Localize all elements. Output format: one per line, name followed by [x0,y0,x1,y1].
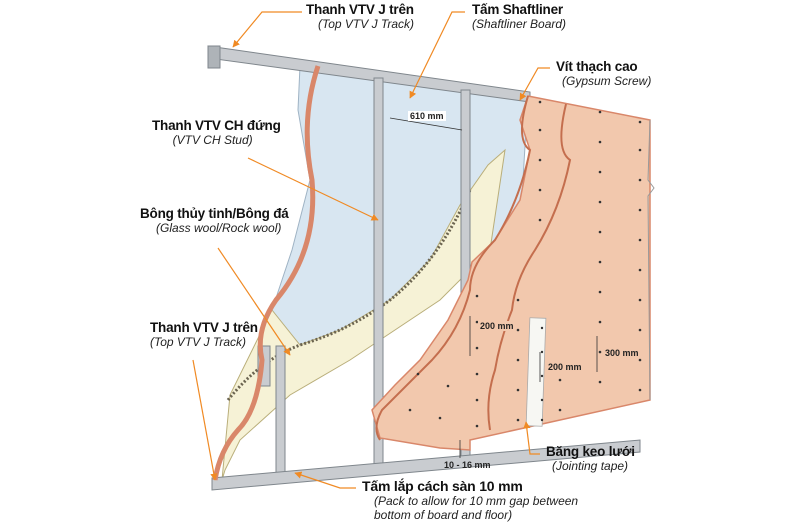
label-tape-subtitle: (Jointing tape) [552,459,629,473]
label-pack-title: Tấm lắp cách sàn 10 mm [362,478,523,494]
label-top-track-title: Thanh VTV J trên [306,2,414,17]
label-shaftliner: Tấm Shaftliner (Shaftliner Board) [472,2,566,31]
label-tape: Băng keo lưới (Jointing tape) [546,444,635,473]
dim-610-line [389,117,463,131]
leader-pack [294,471,356,489]
leader-screw [519,67,550,101]
tape-screws [540,326,544,422]
leader-stud [247,157,379,221]
board-cut-1 [375,95,532,441]
label-stud: Thanh VTV CH đứng (VTV CH Stud) [152,118,281,147]
dim-screw-field: 300 mm [603,348,641,358]
label-wool: Bông thủy tinh/Bông đá (Glass wool/Rock … [140,206,289,235]
leader-shaftliner [409,11,465,99]
top-track-end [207,45,221,69]
board-cut-2 [487,103,572,431]
label-pack: Tấm lắp cách sàn 10 mm (Pack to allow fo… [362,478,578,522]
gypsum-screws [408,100,642,428]
dim-screw-tape: 200 mm [546,362,584,372]
dim-screw-edge: 200 mm [478,321,516,331]
dim-floor-gap: 10 - 16 mm [444,460,491,470]
leader-bottom-track [192,359,218,481]
leader-lines [192,11,550,489]
label-screw-subtitle: (Gypsum Screw) [562,74,652,88]
label-bottom-track: Thanh VTV J trên (Top VTV J Track) [150,320,258,349]
stud-3 [275,345,286,477]
label-wool-subtitle: (Glass wool/Rock wool) [156,221,282,235]
gypsum-board [371,95,651,451]
label-top-track: Thanh VTV J trên (Top VTV J Track) [306,2,414,31]
label-bottom-track-subtitle: (Top VTV J Track) [150,335,247,349]
label-stud-title: Thanh VTV CH đứng [152,118,281,133]
label-shaftliner-subtitle: (Shaftliner Board) [472,17,567,31]
leader-tape [523,421,540,455]
label-screw: Vít thạch cao (Gypsum Screw) [556,59,651,88]
jointing-tape [525,317,547,427]
label-wool-title: Bông thủy tinh/Bông đá [140,206,289,221]
label-bottom-track-title: Thanh VTV J trên [150,320,258,335]
dim-stud-spacing: 610 mm [408,111,446,121]
leader-wool [217,247,291,356]
leader-top-track [232,11,302,48]
shaftliner-edge-left [212,65,321,481]
label-screw-title: Vít thạch cao [556,59,638,74]
label-tape-title: Băng keo lưới [546,444,635,459]
label-pack-subtitle-1: (Pack to allow for 10 mm gap between [374,494,579,508]
label-pack-subtitle-2: bottom of board and floor) [374,508,513,522]
label-top-track-subtitle: (Top VTV J Track) [318,17,415,31]
board-right-edge [647,119,655,401]
label-shaftliner-title: Tấm Shaftliner [472,2,563,17]
label-stud-subtitle: (VTV CH Stud) [172,133,253,147]
bottom-track-rail [211,439,641,491]
